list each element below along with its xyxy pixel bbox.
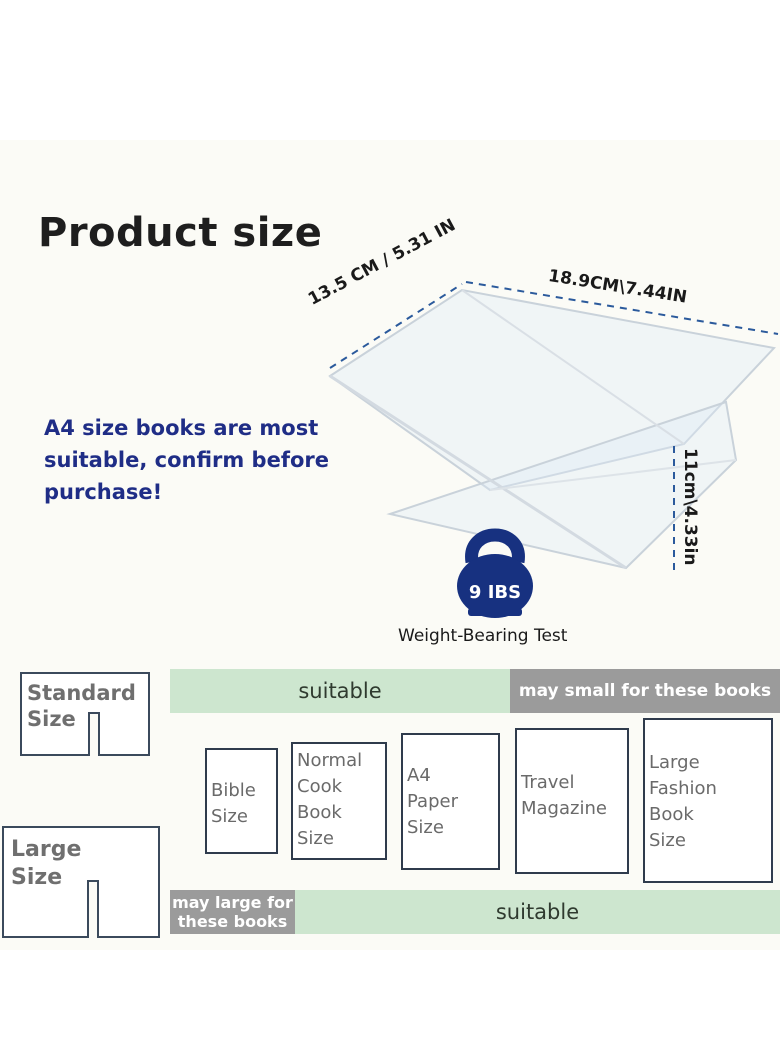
book-cookbook-line: Normal: [297, 750, 363, 771]
large-label-line1: Large: [11, 837, 82, 862]
book-fashion-line: Large: [649, 752, 700, 773]
standard-label-line2: Size: [27, 707, 76, 732]
book-travel-line: Magazine: [521, 798, 607, 819]
standard-stand-icon: [20, 672, 150, 756]
suitability-note: A4 size books are most suitable, confirm…: [44, 416, 329, 504]
book-cookbook-line: Size: [297, 828, 334, 849]
large-oversize-line1: may large for: [172, 893, 293, 912]
book-fashion-line: Size: [649, 830, 686, 851]
large-stand-icon: [2, 826, 160, 938]
large-oversize-bar: may large for these books: [170, 890, 295, 934]
standard-stand-label: Standard Size: [27, 680, 136, 733]
book-cookbook: Normal Cook Book Size: [291, 742, 387, 860]
large-suitable-bar: suitable: [295, 890, 780, 934]
book-bible-line: Size: [211, 806, 248, 827]
book-travel-line: Travel: [521, 772, 575, 793]
book-cookbook-line: Book: [297, 802, 342, 823]
standard-suitable-label: suitable: [298, 679, 382, 703]
standard-suitable-bar: suitable: [170, 669, 510, 713]
book-fashion-line: Fashion: [649, 778, 717, 799]
large-suitable-label: suitable: [495, 900, 580, 924]
large-stand-slot: [87, 880, 99, 938]
standard-label-line1: Standard: [27, 681, 136, 705]
standard-stand-slot: [88, 712, 100, 756]
height-dimension-label: 11cm\4.33in: [680, 448, 700, 566]
kettlebell-icon: 9 IBS: [448, 522, 542, 622]
book-a4: A4 Paper Size: [401, 733, 500, 870]
standard-small-label: may small for these books: [518, 681, 772, 701]
book-a4-line: Paper: [407, 791, 458, 812]
page-title: Product size: [38, 210, 323, 256]
book-bible-line: Bible: [211, 780, 256, 801]
large-stand-label: Large Size: [11, 836, 81, 891]
large-label-line2: Size: [11, 864, 63, 890]
book-cookbook-line: Cook: [297, 776, 343, 797]
weight-test-caption: Weight-Bearing Test: [398, 626, 568, 646]
book-large-fashion: Large Fashion Book Size: [643, 718, 773, 883]
standard-small-bar: may small for these books: [510, 669, 780, 713]
book-fashion-line: Book: [649, 804, 694, 825]
book-a4-line: Size: [407, 817, 444, 838]
large-oversize-line2: these books: [177, 912, 288, 931]
book-travel-magazine: Travel Magazine: [515, 728, 629, 874]
book-bible: Bible Size: [205, 748, 278, 854]
book-stand-diagram: [328, 281, 779, 576]
weight-label: 9 IBS: [468, 582, 522, 603]
book-a4-line: A4: [407, 765, 431, 786]
